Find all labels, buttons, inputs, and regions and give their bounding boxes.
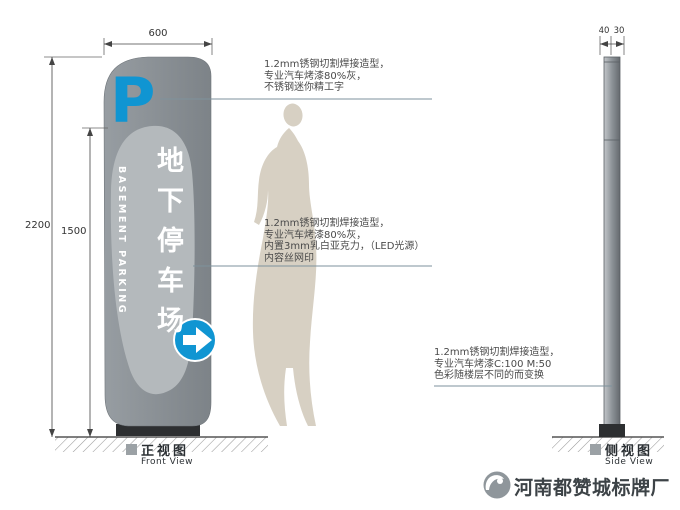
annotation-middle: 1.2mm锈钢切割焊接造型， 专业汽车烤漆80%灰， 内置3mm乳白亚克力，（L… [264, 218, 424, 264]
company-name: 河南都赞城标牌厂 [514, 477, 671, 499]
company-logo-dot [497, 478, 503, 484]
dim-text-40: 40 [598, 26, 610, 36]
front-view-label-en: Front View [141, 457, 193, 467]
company-logo-motif [485, 475, 504, 490]
front-view-label-cn: 正视图 [141, 444, 190, 459]
side-view-label-cn: 侧视图 [605, 444, 654, 459]
right-arrow-icon [183, 327, 212, 353]
sign-text-english: BASEMENT PARKING [116, 166, 127, 316]
annotation-line: 专业汽车烤漆80%灰， [264, 229, 367, 241]
annotation-line: 色彩随楼层不同的而变换 [434, 370, 544, 381]
ground-hatch-side [552, 437, 664, 452]
ground-hatch-front [55, 437, 268, 452]
person-silhouette [252, 128, 317, 426]
annotation-top: 1.2mm锈钢切割焊接造型， 专业汽车烤漆80%灰， 不锈钢迷你精工字 [264, 59, 389, 94]
annotation-line: 内容丝网印 [264, 252, 314, 264]
dim-text-2200: 2200 [25, 220, 51, 231]
annotation-line: 1.2mm锈钢切割焊接造型， [264, 59, 390, 70]
side-view-base [599, 424, 625, 437]
dim-text-30: 30 [613, 26, 625, 36]
annotation-line: 内置3mm乳白亚克力，（LED光源） [264, 241, 425, 252]
annotation-line: 专业汽车烤漆C:100 M:50 [434, 358, 552, 370]
front-view-swatch [126, 444, 137, 455]
dim-text-600: 600 [148, 28, 168, 39]
side-view-panel [603, 56, 621, 426]
person-silhouette-head [283, 103, 303, 127]
annotation-line: 专业汽车烤漆80%灰， [264, 70, 367, 82]
dim-text-1500: 1500 [61, 226, 87, 237]
annotation-side: 1.2mm锈钢切割焊接造型， 专业汽车烤漆C:100 M:50 色彩随楼层不同的… [434, 347, 559, 382]
parking-p-symbol: P [110, 64, 156, 137]
annotation-line: 1.2mm锈钢切割焊接造型， [264, 218, 390, 229]
annotation-line: 不锈钢迷你精工字 [264, 82, 344, 93]
pylon-base [116, 424, 200, 436]
sign-text-chinese: 地下停车场 [152, 146, 183, 346]
side-view-swatch [590, 444, 601, 455]
annotation-line: 1.2mm锈钢切割焊接造型， [434, 347, 560, 358]
side-view-label-en: Side View [605, 457, 654, 467]
sign-panel-blob [110, 125, 195, 395]
